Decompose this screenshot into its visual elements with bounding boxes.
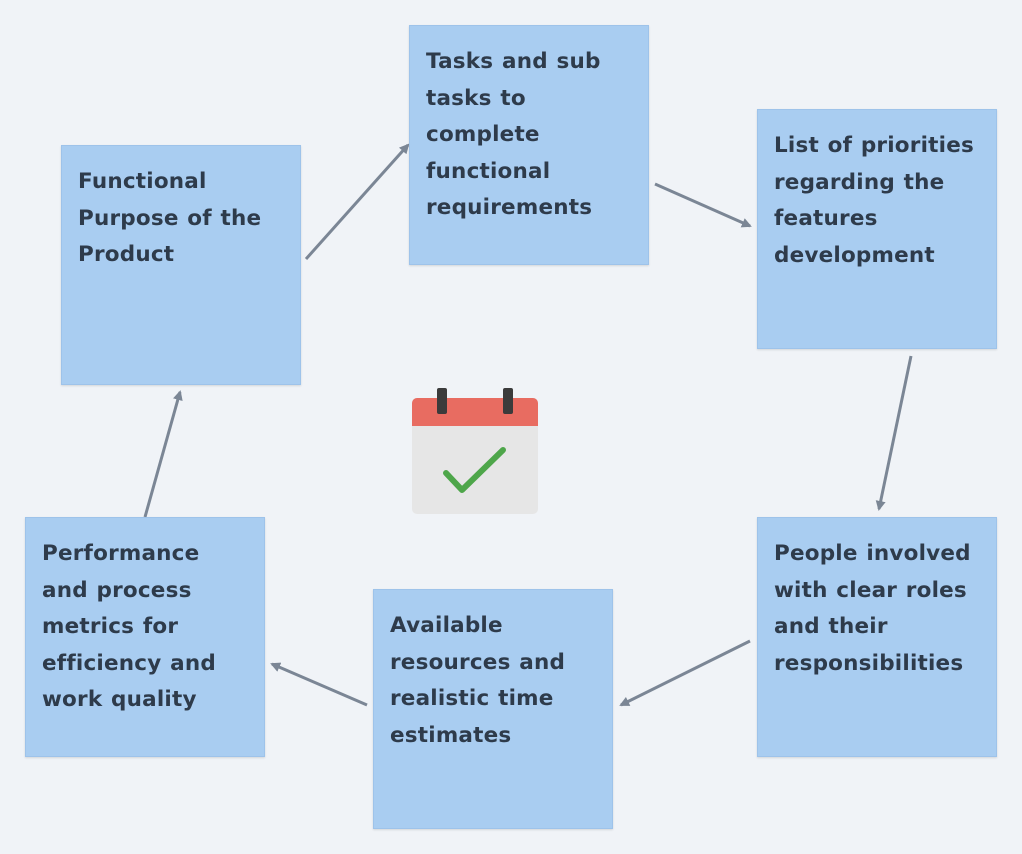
note-priorities[interactable]: List of priorities regarding the feature… <box>757 109 997 349</box>
note-priorities-text: List of priorities regarding the feature… <box>774 133 974 268</box>
note-tasks-subtasks[interactable]: Tasks and sub tasks to complete function… <box>409 25 649 265</box>
note-functional-purpose-text: Functional Purpose of the Product <box>78 169 262 267</box>
arrow-tasks-to-priorities <box>654 182 752 228</box>
arrow-metrics-to-purpose <box>143 390 183 518</box>
note-metrics[interactable]: Performance and process metrics for effi… <box>25 517 265 757</box>
arrow-resources-to-metrics <box>270 662 368 707</box>
arrow-purpose-to-tasks <box>304 143 410 261</box>
note-people-roles-text: People involved with clear roles and the… <box>774 541 971 676</box>
note-resources-estimates[interactable]: Available resources and realistic time e… <box>373 589 613 829</box>
note-metrics-text: Performance and process metrics for effi… <box>42 541 216 712</box>
note-resources-estimates-text: Available resources and realistic time e… <box>390 613 566 748</box>
arrow-priorities-to-people <box>875 355 913 511</box>
note-tasks-subtasks-text: Tasks and sub tasks to complete function… <box>426 49 601 220</box>
note-people-roles[interactable]: People involved with clear roles and the… <box>757 517 997 757</box>
arrow-people-to-resources <box>619 639 751 707</box>
note-functional-purpose[interactable]: Functional Purpose of the Product <box>61 145 301 385</box>
calendar-check-icon <box>412 388 538 514</box>
